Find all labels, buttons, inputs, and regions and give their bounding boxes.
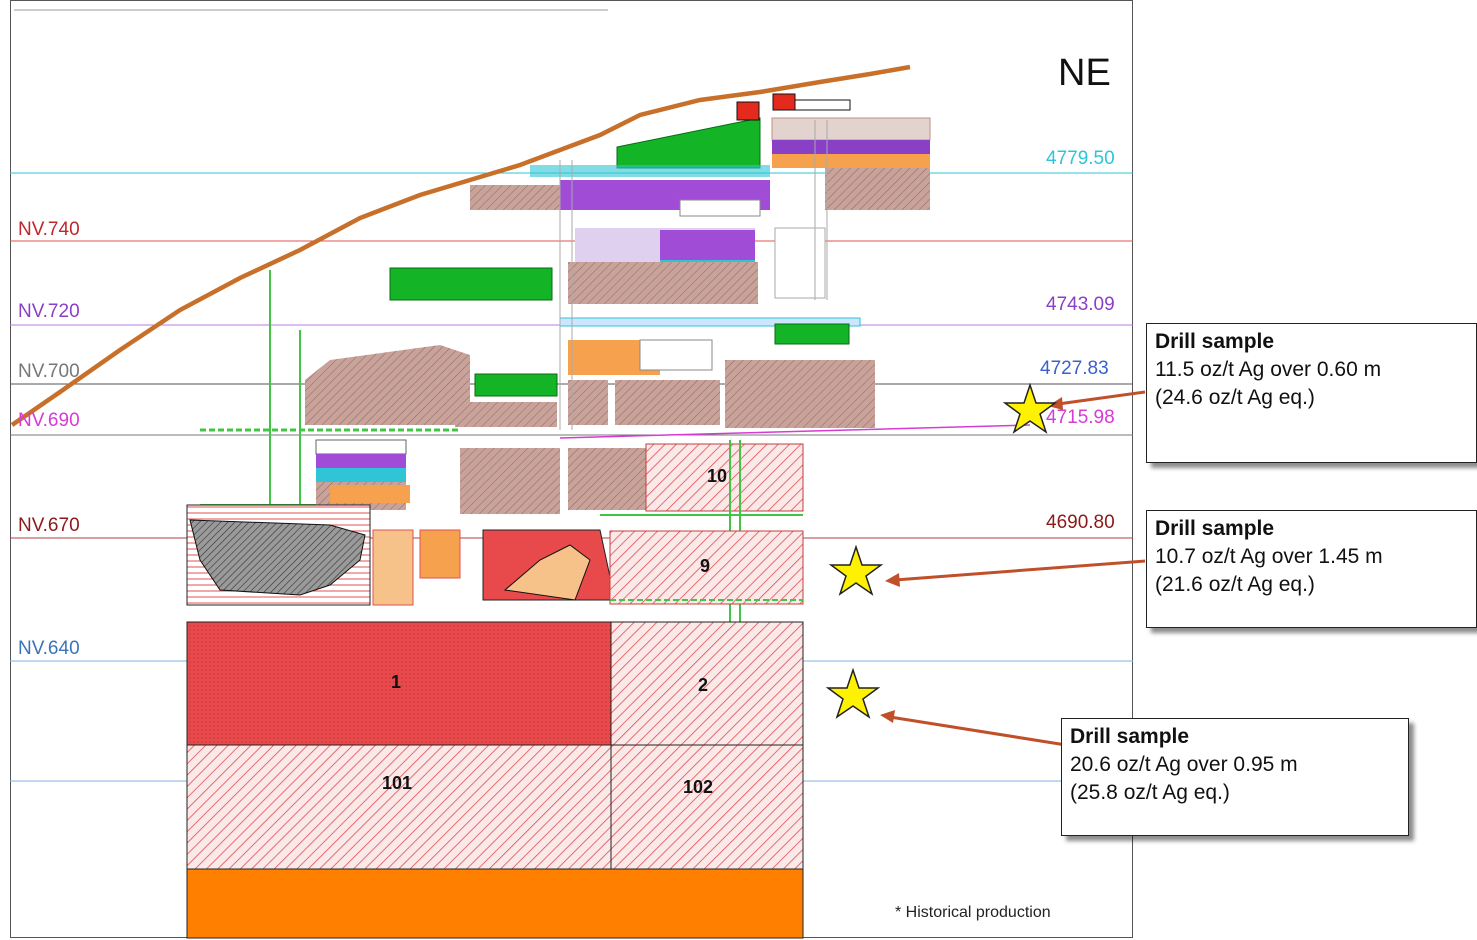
- elevation-text: 4715.98: [1046, 407, 1115, 428]
- lower-workings: [186, 504, 804, 606]
- callout-equivalent: (21.6 oz/t Ag eq.): [1155, 573, 1315, 596]
- callout-grade: 10.7 oz/t Ag over 1.45 m: [1155, 545, 1383, 568]
- level-label: NV.670: [18, 515, 80, 537]
- level-label: NV.690: [18, 410, 80, 432]
- callout-title: Drill sample: [1070, 725, 1190, 748]
- callout-grade: 20.6 oz/t Ag over 0.95 m: [1070, 753, 1298, 776]
- elevation-text: 4743.09: [1046, 294, 1115, 315]
- elevation-text: 4727.83: [1040, 358, 1109, 379]
- level-label: NV.640: [18, 638, 80, 660]
- block-label: 10: [707, 466, 728, 486]
- orientation-label: NE: [1058, 52, 1111, 94]
- level-text: NV.690: [18, 410, 80, 431]
- elevation-label: 4779.50: [1046, 148, 1115, 170]
- surface-profile: [10, 64, 911, 427]
- upper-workings: [200, 93, 1031, 530]
- elevation-label: 4727.83: [1040, 358, 1109, 380]
- elevation-label: 4690.80: [1046, 512, 1115, 534]
- callout-title: Drill sample: [1155, 330, 1275, 353]
- level-text: NV.720: [18, 301, 80, 322]
- footnote: * Historical production: [895, 904, 1051, 921]
- drill-sample-callout: Drill sample 11.5 oz/t Ag over 0.60 m (2…: [1146, 323, 1477, 463]
- drill-sample-callout: Drill sample 10.7 oz/t Ag over 1.45 m (2…: [1146, 510, 1477, 628]
- level-text: NV.640: [18, 638, 80, 659]
- level-text: NV.700: [18, 361, 80, 382]
- elevation-label: 4715.98: [1046, 407, 1115, 429]
- level-label: NV.720: [18, 301, 80, 323]
- production-blocks: [186, 621, 804, 939]
- drill-sample-stars: [825, 382, 1058, 719]
- elevation-label: 4743.09: [1046, 294, 1115, 316]
- callout-equivalent: (24.6 oz/t Ag eq.): [1155, 386, 1315, 409]
- star-icon: [1002, 382, 1058, 434]
- star-icon: [828, 544, 884, 596]
- drill-sample-callout: Drill sample 20.6 oz/t Ag over 0.95 m (2…: [1061, 718, 1409, 836]
- callout-equivalent: (25.8 oz/t Ag eq.): [1070, 781, 1230, 804]
- level-text: NV.740: [18, 219, 80, 240]
- level-label: NV.740: [18, 219, 80, 241]
- star-icon: [825, 667, 881, 719]
- block-label: 102: [683, 777, 714, 797]
- block-label: 2: [698, 675, 709, 695]
- callout-arrows: [880, 390, 1146, 747]
- elevation-text: 4690.80: [1046, 512, 1115, 533]
- block-label: 9: [700, 556, 711, 576]
- block-label: 101: [382, 773, 413, 793]
- elevation-text: 4779.50: [1046, 148, 1115, 169]
- block-label: 1: [391, 672, 402, 692]
- level-text: NV.670: [18, 515, 80, 536]
- callout-title: Drill sample: [1155, 517, 1275, 540]
- level-label: NV.700: [18, 361, 80, 383]
- callout-grade: 11.5 oz/t Ag over 0.60 m: [1155, 358, 1382, 381]
